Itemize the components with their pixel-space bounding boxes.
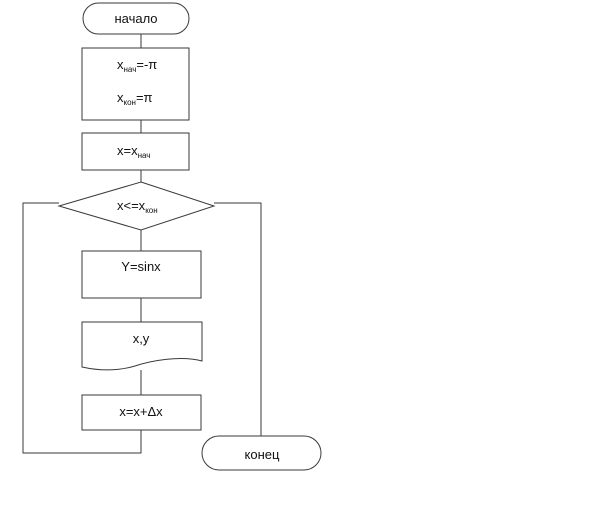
loop-back-line bbox=[22, 202, 142, 454]
init-process: xнач=-π xкон=π bbox=[81, 47, 190, 121]
condition-label: x<=xкон bbox=[117, 198, 158, 215]
end-terminal-shape bbox=[201, 435, 322, 471]
init-line-2-sub: кон bbox=[124, 98, 136, 107]
increment-process-shape bbox=[81, 394, 202, 431]
assign-process: x=xнач bbox=[81, 132, 190, 171]
output-document: x,y bbox=[81, 321, 203, 371]
init-line-2: xкон=π bbox=[117, 90, 153, 107]
output-document-shape bbox=[81, 321, 203, 371]
init-line-2-base: x bbox=[117, 90, 124, 105]
init-line-2-rest: =π bbox=[136, 90, 153, 105]
flowchart-connectors bbox=[22, 33, 262, 454]
assign-label-base: x=x bbox=[117, 143, 138, 158]
init-line-1-sub: нач bbox=[124, 65, 137, 74]
start-label: начало bbox=[114, 11, 157, 26]
condition-label-sub: кон bbox=[145, 206, 157, 215]
condition-decision-shape bbox=[57, 181, 216, 231]
output-label: x,y bbox=[133, 331, 150, 346]
assign-label: x=xнач bbox=[117, 143, 150, 160]
increment-process: x=x+Δx bbox=[81, 394, 202, 431]
condition-label-base: x<=x bbox=[117, 198, 146, 213]
start-terminal-shape bbox=[82, 2, 190, 35]
compute-process: Y=sinx bbox=[81, 250, 202, 299]
init-line-1-rest: =-π bbox=[136, 57, 157, 72]
init-line-1-base: x bbox=[117, 57, 124, 72]
compute-label: Y=sinx bbox=[121, 259, 161, 274]
assign-process-shape bbox=[81, 132, 190, 171]
compute-process-shape bbox=[81, 250, 202, 299]
end-terminal: конец bbox=[201, 435, 322, 471]
assign-label-sub: нач bbox=[138, 151, 151, 160]
increment-label: x=x+Δx bbox=[119, 404, 163, 419]
condition-decision: x<=xкон bbox=[57, 181, 216, 231]
start-terminal: начало bbox=[82, 2, 190, 35]
end-label: конец bbox=[245, 447, 280, 462]
init-process-shape bbox=[81, 47, 190, 121]
init-line-1: xнач=-π bbox=[117, 57, 157, 74]
exit-line bbox=[214, 202, 262, 436]
